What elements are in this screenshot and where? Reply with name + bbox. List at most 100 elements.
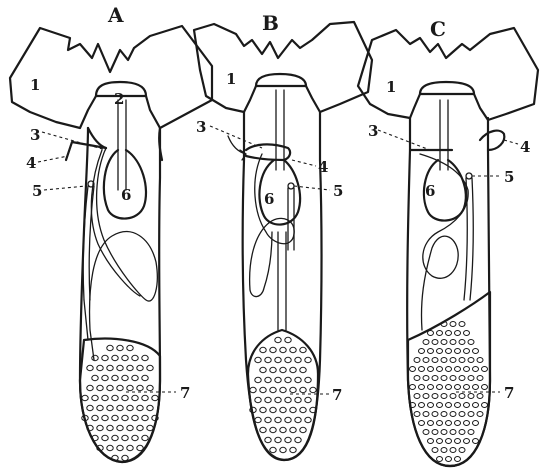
egg-cell bbox=[147, 385, 153, 390]
panel-a-sac bbox=[104, 150, 146, 219]
egg-cell bbox=[260, 427, 266, 432]
egg-cell bbox=[437, 420, 443, 425]
egg-cell bbox=[92, 355, 98, 360]
egg-cell bbox=[112, 435, 118, 440]
panel-a-collar bbox=[88, 128, 162, 160]
egg-cell bbox=[152, 395, 158, 400]
egg-cell bbox=[102, 395, 108, 400]
panel-b: B 1 3 4 5 6 7 bbox=[194, 11, 372, 460]
egg-cell bbox=[423, 339, 429, 344]
egg-cell bbox=[437, 456, 443, 461]
egg-cell bbox=[280, 347, 286, 352]
egg-cell bbox=[107, 345, 113, 350]
egg-cell bbox=[464, 438, 470, 443]
egg-cell bbox=[112, 355, 118, 360]
egg-cell bbox=[450, 393, 456, 398]
egg-cell bbox=[260, 347, 266, 352]
egg-cell bbox=[423, 375, 429, 380]
egg-cell bbox=[455, 438, 461, 443]
egg-cell bbox=[432, 411, 438, 416]
egg-cell bbox=[97, 425, 103, 430]
egg-cell bbox=[132, 435, 138, 440]
egg-cell bbox=[132, 375, 138, 380]
egg-cell bbox=[117, 385, 123, 390]
egg-cell bbox=[270, 347, 276, 352]
egg-cell bbox=[92, 395, 98, 400]
egg-cell bbox=[441, 357, 447, 362]
egg-cell bbox=[97, 385, 103, 390]
egg-cell bbox=[446, 456, 452, 461]
egg-cell bbox=[255, 417, 261, 422]
egg-cell bbox=[446, 384, 452, 389]
egg-cell bbox=[127, 445, 133, 450]
panel-a-canal bbox=[118, 100, 126, 190]
egg-cell bbox=[300, 367, 306, 372]
egg-cell bbox=[117, 365, 123, 370]
egg-cell bbox=[477, 375, 483, 380]
egg-cell bbox=[473, 384, 479, 389]
egg-cell bbox=[305, 377, 311, 382]
egg-cell bbox=[295, 417, 301, 422]
egg-cell bbox=[107, 385, 113, 390]
egg-cell bbox=[102, 355, 108, 360]
egg-cell bbox=[142, 355, 148, 360]
egg-cell bbox=[300, 387, 306, 392]
egg-cell bbox=[107, 365, 113, 370]
egg-cell bbox=[300, 407, 306, 412]
egg-cell bbox=[260, 367, 266, 372]
egg-cell bbox=[468, 375, 474, 380]
egg-cell bbox=[107, 425, 113, 430]
panel-c-label-6: 6 bbox=[425, 182, 435, 200]
egg-cell bbox=[419, 384, 425, 389]
panel-c-leader-4 bbox=[504, 140, 518, 144]
egg-cell bbox=[132, 415, 138, 420]
egg-cell bbox=[423, 357, 429, 362]
egg-cell bbox=[122, 415, 128, 420]
panel-c-caption: C bbox=[430, 17, 446, 41]
egg-cell bbox=[432, 357, 438, 362]
egg-cell bbox=[477, 393, 483, 398]
egg-cell bbox=[441, 339, 447, 344]
egg-cell bbox=[137, 385, 143, 390]
egg-cell bbox=[117, 345, 123, 350]
egg-cell bbox=[310, 387, 316, 392]
egg-cell bbox=[455, 330, 461, 335]
egg-cell bbox=[285, 437, 291, 442]
egg-cell bbox=[255, 357, 261, 362]
panel-a-label-5: 5 bbox=[32, 182, 42, 200]
panel-b-eggs bbox=[250, 337, 316, 452]
egg-cell bbox=[428, 330, 434, 335]
egg-cell bbox=[305, 357, 311, 362]
egg-cell bbox=[423, 429, 429, 434]
egg-cell bbox=[459, 393, 465, 398]
egg-cell bbox=[437, 366, 443, 371]
egg-cell bbox=[255, 377, 261, 382]
egg-cell bbox=[92, 375, 98, 380]
egg-cell bbox=[290, 387, 296, 392]
panel-b-label-4: 4 bbox=[318, 158, 328, 176]
egg-cell bbox=[270, 447, 276, 452]
egg-cell bbox=[295, 357, 301, 362]
egg-cell bbox=[102, 415, 108, 420]
egg-cell bbox=[464, 402, 470, 407]
egg-cell bbox=[137, 365, 143, 370]
egg-cell bbox=[280, 367, 286, 372]
egg-cell bbox=[290, 347, 296, 352]
egg-cell bbox=[459, 429, 465, 434]
panel-b-label-1: 1 bbox=[226, 70, 236, 88]
egg-cell bbox=[432, 393, 438, 398]
panel-c-duct-opening bbox=[466, 173, 472, 179]
egg-cell bbox=[300, 347, 306, 352]
egg-cell bbox=[260, 387, 266, 392]
panel-b-leader-4 bbox=[292, 160, 316, 166]
egg-cell bbox=[265, 397, 271, 402]
egg-cell bbox=[414, 411, 420, 416]
egg-cell bbox=[459, 321, 465, 326]
egg-cell bbox=[437, 384, 443, 389]
panel-c-label-3: 3 bbox=[368, 122, 378, 140]
egg-cell bbox=[437, 330, 443, 335]
egg-cell bbox=[275, 417, 281, 422]
egg-cell bbox=[482, 384, 488, 389]
egg-cell bbox=[468, 339, 474, 344]
egg-cell bbox=[477, 357, 483, 362]
